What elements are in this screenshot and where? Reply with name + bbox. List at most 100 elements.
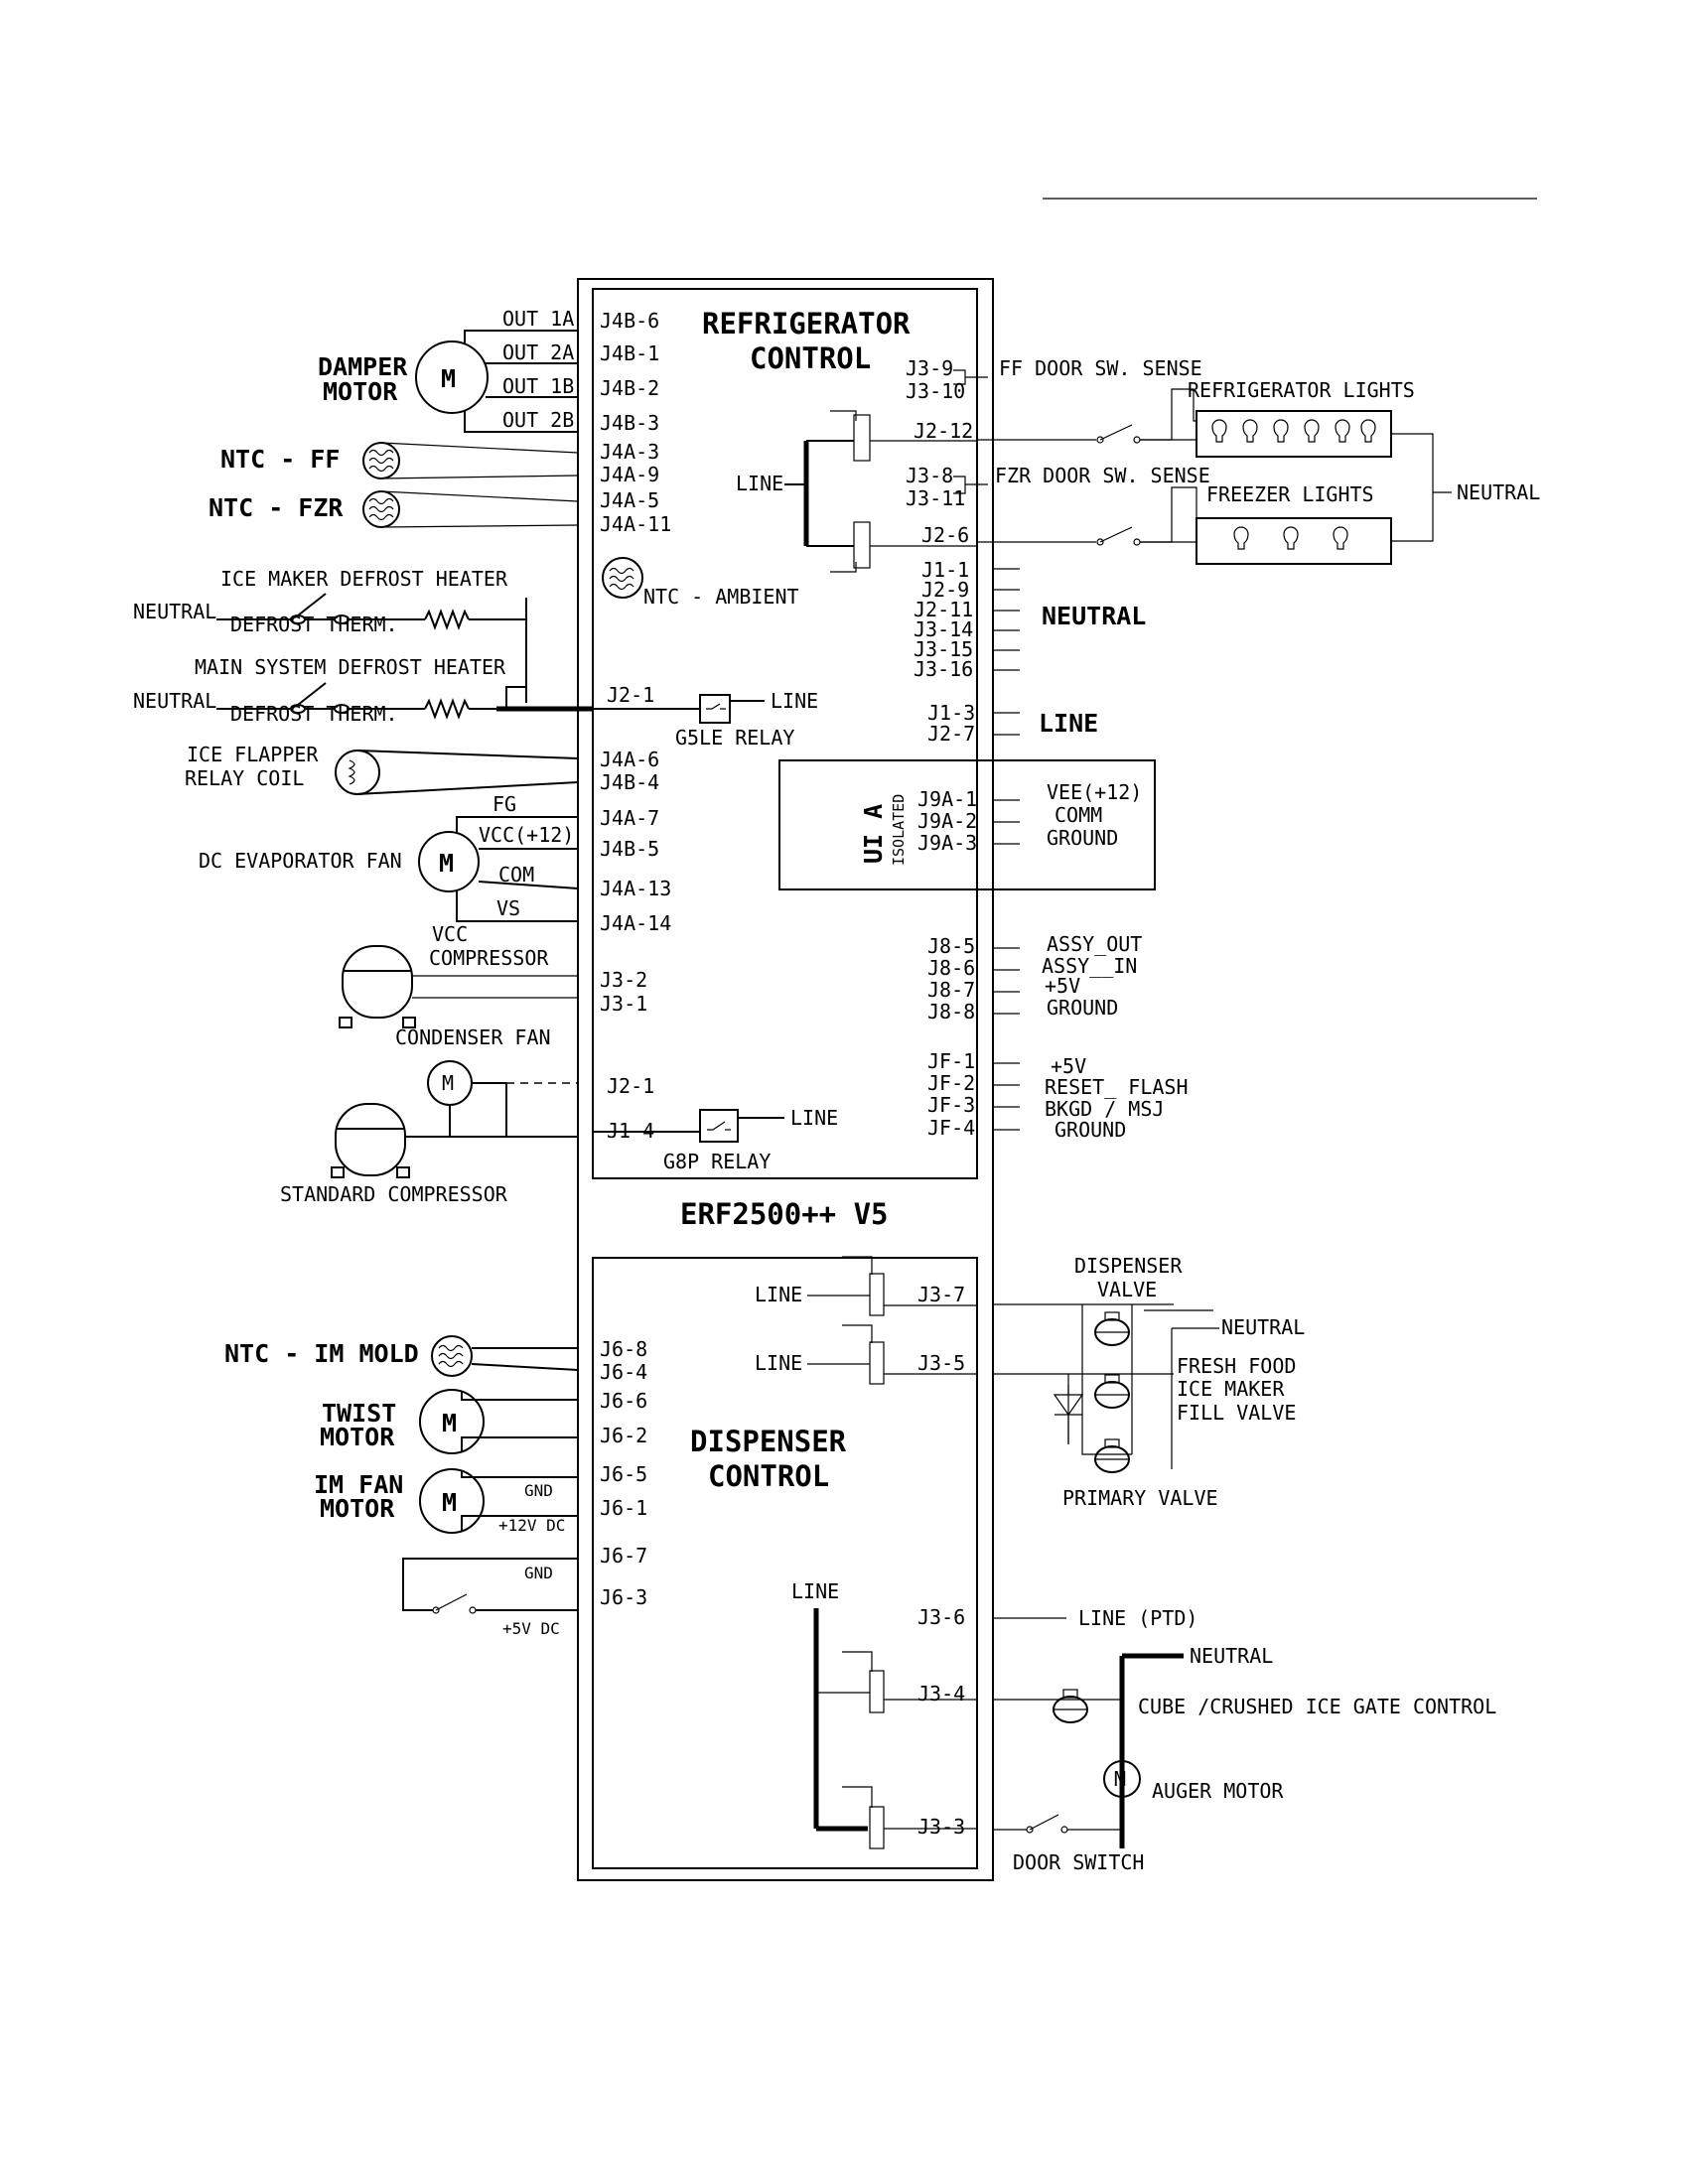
pin-label: J9A-2 bbox=[917, 809, 977, 833]
main-defrost-circuit: MAIN SYSTEM DEFROST HEATER NEUTRAL DEFRO… bbox=[133, 655, 700, 726]
wire bbox=[449, 1105, 578, 1138]
condenser-fan: CONDENSER FAN M bbox=[395, 1025, 578, 1138]
refrigerator-lights-label: REFRIGERATOR LIGHTS bbox=[1188, 378, 1415, 402]
signal-label: BKGD / MSJ bbox=[1045, 1097, 1164, 1121]
pin-label: J3-11 bbox=[906, 486, 965, 510]
refrigerator-control-box bbox=[592, 288, 978, 1179]
bulb-icon bbox=[1360, 419, 1376, 443]
pin-label: J3-2 bbox=[600, 968, 647, 992]
bulb-icon bbox=[1283, 526, 1299, 550]
g8p-relay-label: G8P RELAY bbox=[663, 1150, 771, 1173]
condenser-fan-label: CONDENSER FAN bbox=[395, 1025, 551, 1049]
defrost-therm-label: DEFROST THERM. bbox=[230, 613, 398, 636]
pin-label: J9A-3 bbox=[917, 831, 977, 855]
pin-label: J6-7 bbox=[600, 1544, 647, 1568]
pin-label: J1-3 bbox=[927, 701, 975, 725]
damper-motor-label-1: DAMPER bbox=[318, 352, 408, 381]
damper-motor-label-2: MOTOR bbox=[323, 377, 398, 406]
main-system-defrost-heater-label: MAIN SYSTEM DEFROST HEATER bbox=[195, 655, 506, 679]
pin-label: J6-6 bbox=[600, 1389, 647, 1413]
solenoid-valves bbox=[1053, 1311, 1130, 1723]
wire bbox=[380, 490, 579, 502]
signal-label: GROUND bbox=[1055, 1118, 1126, 1142]
ff-door-sense-label: FF DOOR SW. SENSE bbox=[999, 356, 1202, 380]
vcc-label: VCC bbox=[432, 922, 468, 946]
valve-neutral-label: NEUTRAL bbox=[1221, 1315, 1305, 1339]
pin-label: J2-11 bbox=[914, 598, 973, 621]
bulb-icon bbox=[1273, 419, 1289, 443]
pin-label: J4A-11 bbox=[600, 512, 671, 536]
wire bbox=[356, 750, 579, 759]
pin-label: J4A-3 bbox=[600, 440, 659, 464]
motor-letter: M bbox=[439, 849, 454, 878]
wire-label: GND bbox=[524, 1481, 553, 1500]
triac-gate bbox=[842, 1651, 977, 1701]
signal-label: +5V bbox=[1051, 1054, 1086, 1078]
resistor-squiggle bbox=[368, 449, 394, 473]
ice-maker-defrost-heater-label: ICE MAKER DEFROST HEATER bbox=[220, 567, 508, 591]
triac-gate bbox=[842, 1256, 977, 1306]
ntc-im-mold-label: NTC - IM MOLD bbox=[224, 1339, 419, 1368]
signal-labels: VEE(+12) COMM GROUND ASSY_OUT ASSY__IN +… bbox=[993, 780, 1189, 1142]
freezer-lights-label: FREEZER LIGHTS bbox=[1206, 482, 1374, 506]
motor-symbol bbox=[419, 1389, 485, 1454]
wire bbox=[380, 475, 579, 479]
pin-label: JF-1 bbox=[927, 1049, 975, 1073]
refrigerator-bulbs bbox=[1211, 419, 1376, 443]
pin-label: J8-7 bbox=[927, 978, 975, 1002]
wire bbox=[456, 890, 578, 922]
signal-label: ASSY_OUT bbox=[1047, 932, 1142, 956]
lights-neutral-label: NEUTRAL bbox=[1457, 480, 1540, 504]
pin-label: J4A-14 bbox=[600, 911, 671, 935]
im-fan-motor-label-2: MOTOR bbox=[320, 1494, 395, 1523]
switch-contact bbox=[1060, 1826, 1068, 1834]
neutral-stubs: NEUTRAL LINE bbox=[993, 568, 1146, 738]
pin-label: J3-9 bbox=[906, 356, 953, 380]
auger-circuit: LINE (PTD) NEUTRAL CUBE /CRUSHED ICE GAT… bbox=[993, 1606, 1496, 1874]
switch-contact bbox=[1133, 436, 1141, 444]
motor-symbol bbox=[1103, 1760, 1141, 1798]
dispenser-valve-label-2: VALVE bbox=[1097, 1278, 1157, 1301]
compressor-icon bbox=[342, 945, 413, 1019]
motor-letter: M bbox=[1114, 1767, 1126, 1791]
compressor-foot bbox=[339, 1017, 352, 1028]
twist-motor-label-2: MOTOR bbox=[320, 1423, 395, 1451]
line-big-label: LINE bbox=[1039, 709, 1098, 738]
pin-label: J4B-4 bbox=[600, 770, 659, 794]
motor-letter: M bbox=[442, 1488, 457, 1517]
wire-label: VCC(+12) bbox=[479, 823, 574, 847]
triac-icon bbox=[853, 414, 871, 462]
water-valves: DISPENSER VALVE NEUTRAL FRESH FOOD ICE M… bbox=[993, 1254, 1305, 1510]
pin-label: J4A-5 bbox=[600, 488, 659, 512]
switch-contact bbox=[1096, 538, 1104, 546]
switch-contact bbox=[469, 1606, 477, 1614]
wire bbox=[469, 598, 527, 620]
fresh-food-label-2: ICE MAKER bbox=[1177, 1377, 1285, 1401]
switch-contact bbox=[1096, 436, 1104, 444]
pin-label: J4B-2 bbox=[600, 376, 659, 400]
line-label: LINE bbox=[755, 1351, 802, 1375]
dispenser-control-title-1: DISPENSER bbox=[690, 1425, 847, 1458]
bulb-icon bbox=[1333, 526, 1348, 550]
ui-a-label: UI A bbox=[859, 804, 888, 864]
triac-gate bbox=[842, 1786, 977, 1830]
wire-label: VS bbox=[496, 896, 520, 920]
coil-winding bbox=[348, 759, 355, 785]
pin-label: J4A-6 bbox=[600, 748, 659, 771]
pin-label: J3-15 bbox=[914, 637, 973, 661]
switch-contact bbox=[1133, 538, 1141, 546]
neutral-label: NEUTRAL bbox=[133, 689, 216, 713]
dispenser-triacs: LINE LINE LINE bbox=[755, 1256, 977, 1849]
ntc-ff-label: NTC - FF bbox=[220, 445, 340, 474]
pin-label: J3-14 bbox=[914, 617, 973, 641]
refrigerator-control-title-1: REFRIGERATOR bbox=[702, 307, 911, 341]
wire bbox=[464, 411, 578, 433]
pin-label: J8-5 bbox=[927, 934, 975, 958]
pin-label: J8-8 bbox=[927, 1000, 975, 1024]
auger-neutral-label: NEUTRAL bbox=[1190, 1644, 1273, 1668]
motor-symbol bbox=[418, 831, 480, 892]
pin-label: J6-5 bbox=[600, 1462, 647, 1486]
wire bbox=[469, 686, 526, 710]
